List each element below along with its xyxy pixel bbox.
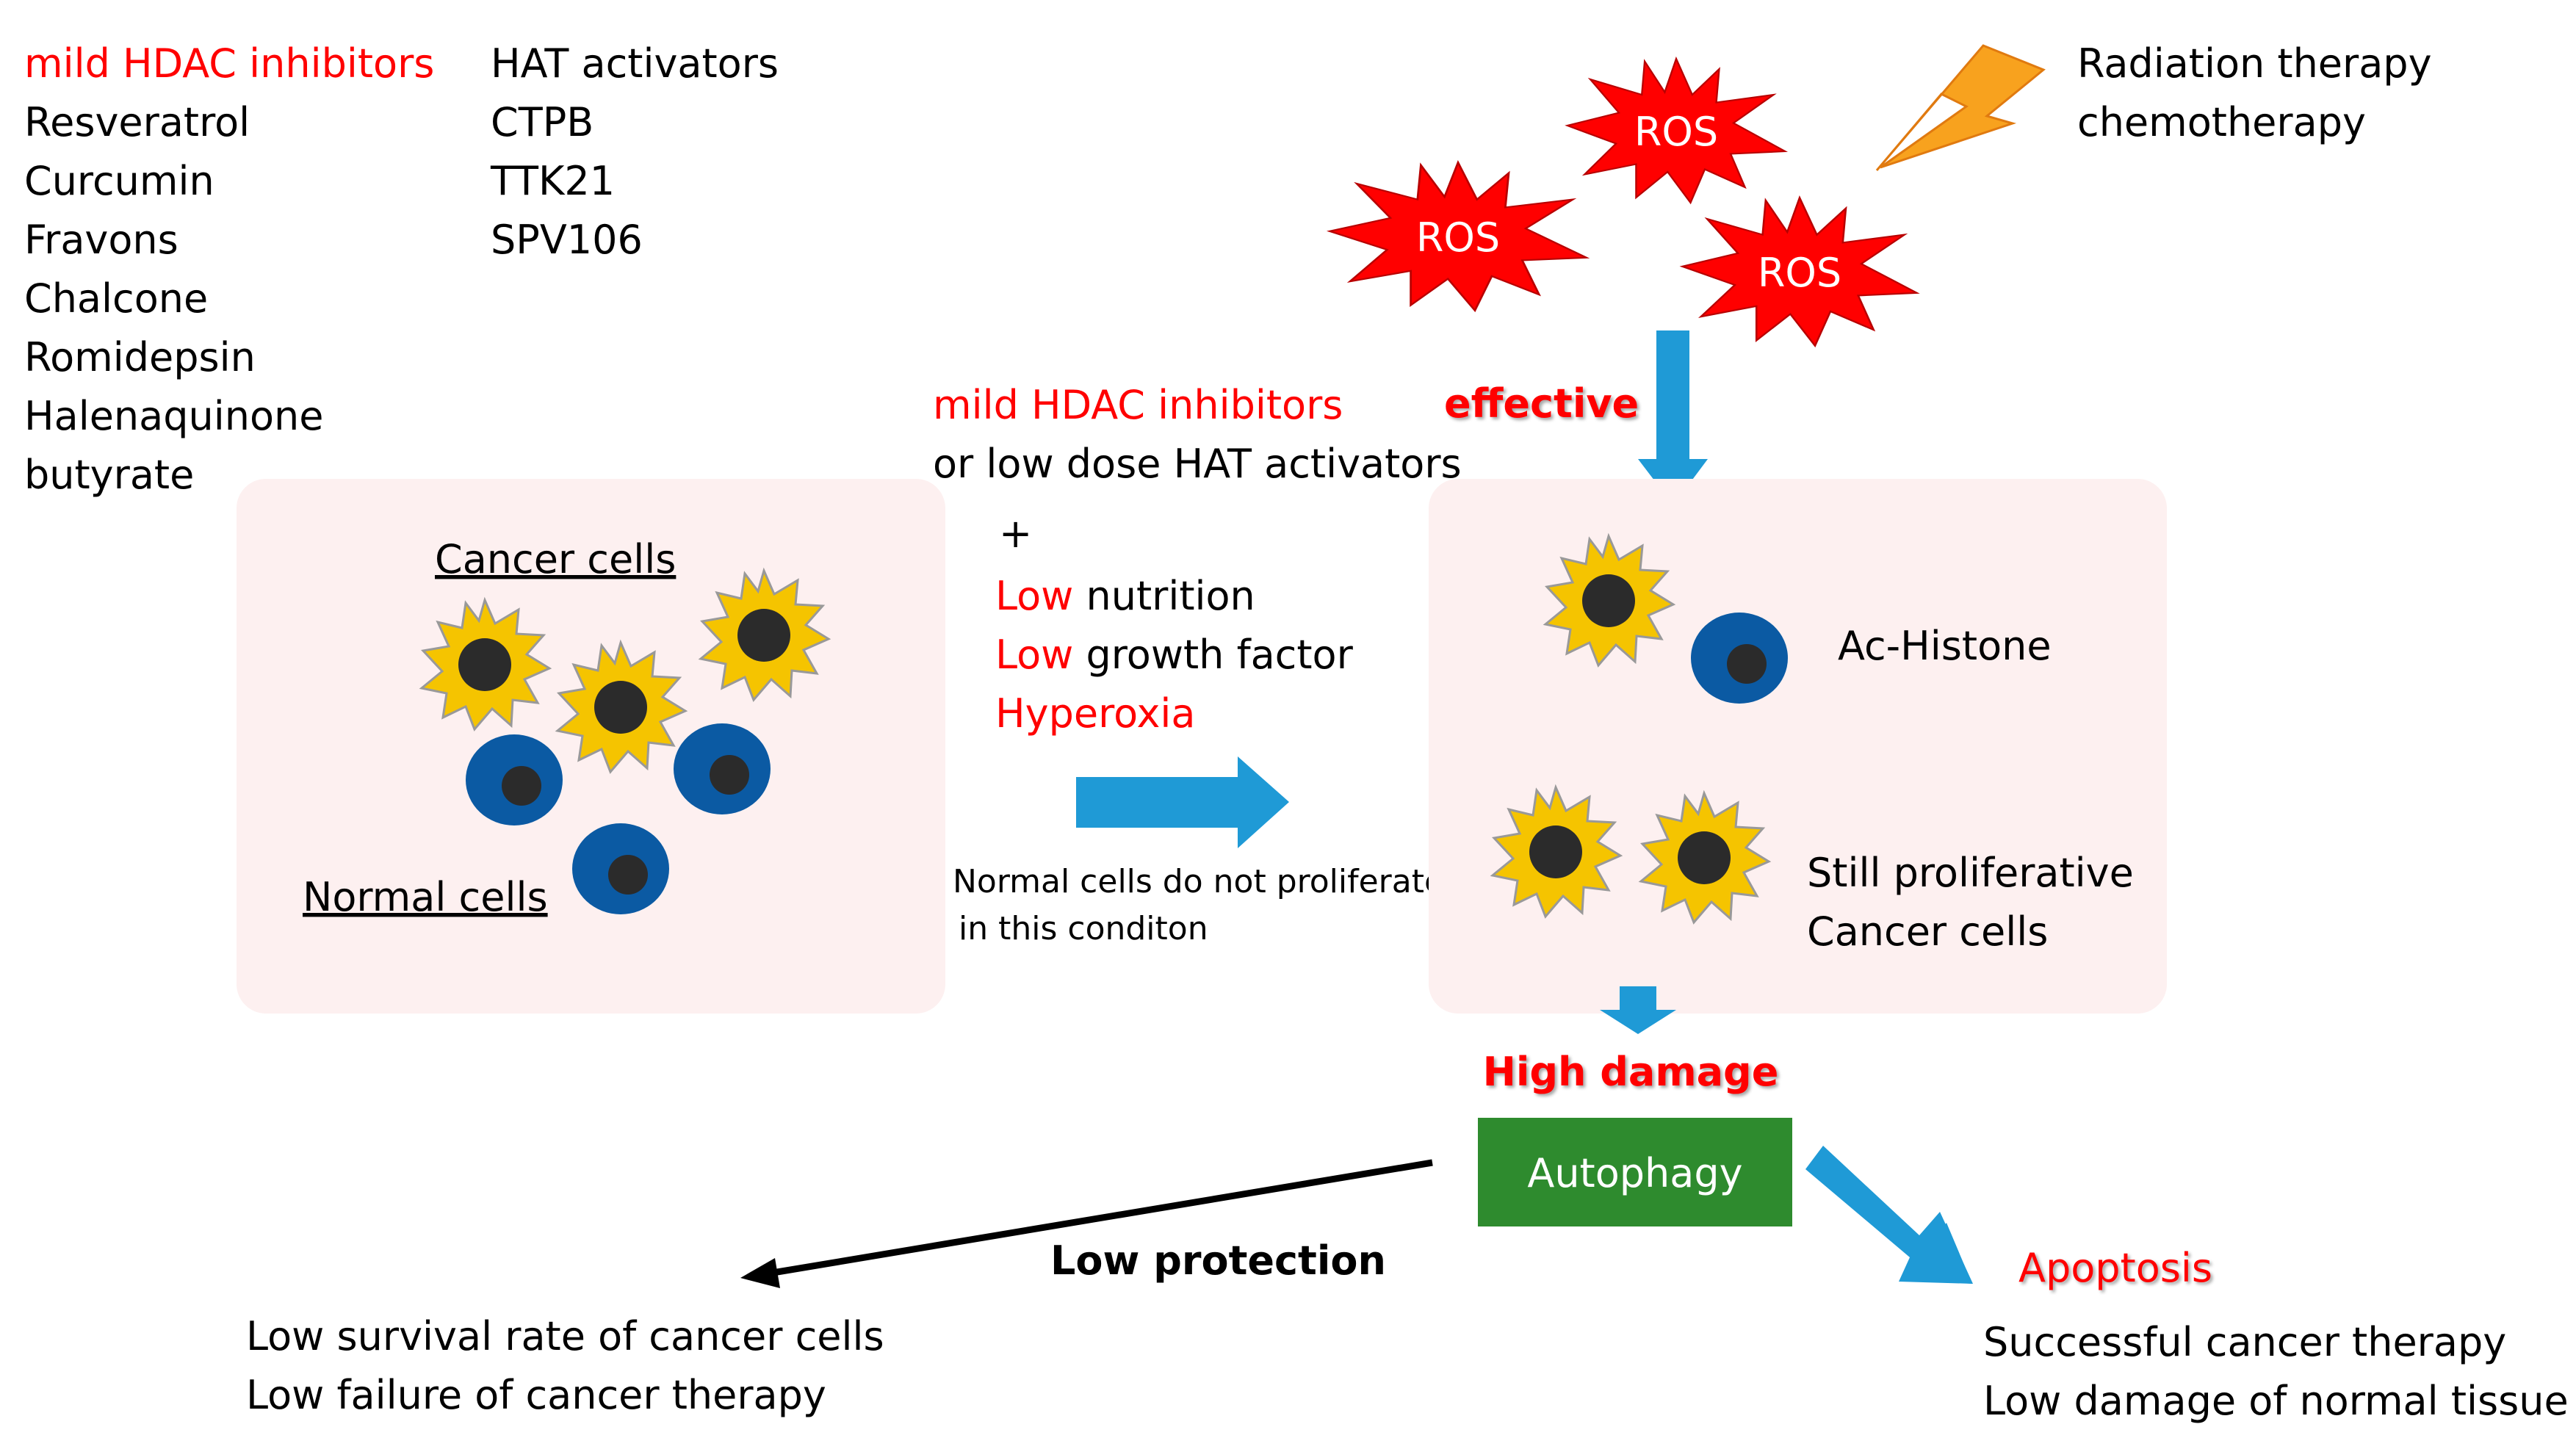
note-line1: Normal cells do not proliferate — [953, 863, 1444, 900]
condition-nutrition: Low nutrition — [995, 573, 1255, 619]
low-protection-arrowhead — [740, 1258, 780, 1288]
therapy-label: chemotherapy — [2077, 99, 2366, 145]
hdac-list-item: butyrate — [24, 452, 194, 498]
hdac-list-item: Fravons — [24, 217, 178, 263]
hdac-list-item: Curcumin — [24, 158, 214, 204]
high-damage-label: High damage — [1483, 1049, 1779, 1095]
hdac-inhibitor-list: mild HDAC inhibitors Resveratrol Curcumi… — [24, 40, 434, 498]
hdac-list-item: Romidepsin — [24, 334, 256, 380]
outcome-left-line1: Low survival rate of cancer cells — [246, 1313, 884, 1359]
hat-list-item: TTK21 — [490, 158, 615, 204]
lightning-icon — [1875, 44, 2046, 171]
low-protection-label: Low protection — [1050, 1238, 1386, 1284]
outcome-right-line2: Low damage of normal tissue — [1983, 1378, 2569, 1424]
hat-list-item: SPV106 — [491, 217, 643, 263]
normal-cell — [572, 823, 669, 914]
hat-list-title: HAT activators — [491, 40, 779, 87]
apoptosis-label: Apoptosis — [2018, 1245, 2212, 1291]
cancer-cells-label: Cancer cells — [435, 536, 676, 582]
ros-burst: ROS — [1681, 196, 1918, 347]
ros-label: ROS — [1634, 109, 1718, 155]
hdac-list-item: Resveratrol — [24, 99, 250, 145]
hat-list-item: CTPB — [491, 99, 594, 145]
right-panel — [1429, 479, 2167, 1014]
hdac-list-item: Chalcone — [24, 275, 208, 322]
still-proliferative-label: Still proliferative — [1807, 850, 2134, 896]
small-down-arrow — [1600, 986, 1676, 1034]
ros-burst: ROS — [1566, 57, 1786, 204]
effective-label: effective — [1444, 380, 1639, 427]
condition-hyperoxia: Hyperoxia — [995, 690, 1196, 737]
ros-label: ROS — [1416, 214, 1500, 261]
still-proliferative-label: Cancer cells — [1807, 908, 2048, 955]
autophagy-label: Autophagy — [1527, 1150, 1742, 1196]
hdac-list-item: Halenaquinone — [24, 393, 323, 439]
outcome-left-line2: Low failure of cancer therapy — [246, 1372, 826, 1418]
low-protection-arrow-line — [763, 1159, 1433, 1278]
down-arrow — [1638, 330, 1708, 505]
therapy-label: Radiation therapy — [2077, 40, 2432, 87]
ros-label: ROS — [1758, 250, 1841, 296]
ac-histone-label: Ac-Histone — [1838, 623, 2052, 669]
hdac-list-title: mild HDAC inhibitors — [24, 40, 434, 87]
apoptosis-arrow-body — [1805, 1146, 1973, 1284]
right-arrow — [1076, 756, 1289, 848]
normal-cell — [1691, 613, 1788, 704]
normal-cells-label: Normal cells — [303, 874, 548, 920]
middle-hat-label: or low dose HAT activators — [933, 441, 1462, 487]
autophagy-box — [1478, 1118, 1792, 1226]
hat-activator-list: HAT activators CTPB TTK21 SPV106 — [490, 40, 779, 263]
normal-cell — [674, 723, 771, 814]
ros-burst: ROS — [1328, 161, 1588, 312]
plus-sign: + — [999, 510, 1032, 557]
normal-cell — [466, 734, 563, 825]
condition-growth-factor: Low growth factor — [995, 632, 1354, 678]
note-line2: in this conditon — [959, 910, 1208, 947]
outcome-right-line1: Successful cancer therapy — [1983, 1319, 2506, 1365]
middle-hdac-label: mild HDAC inhibitors — [933, 382, 1343, 428]
